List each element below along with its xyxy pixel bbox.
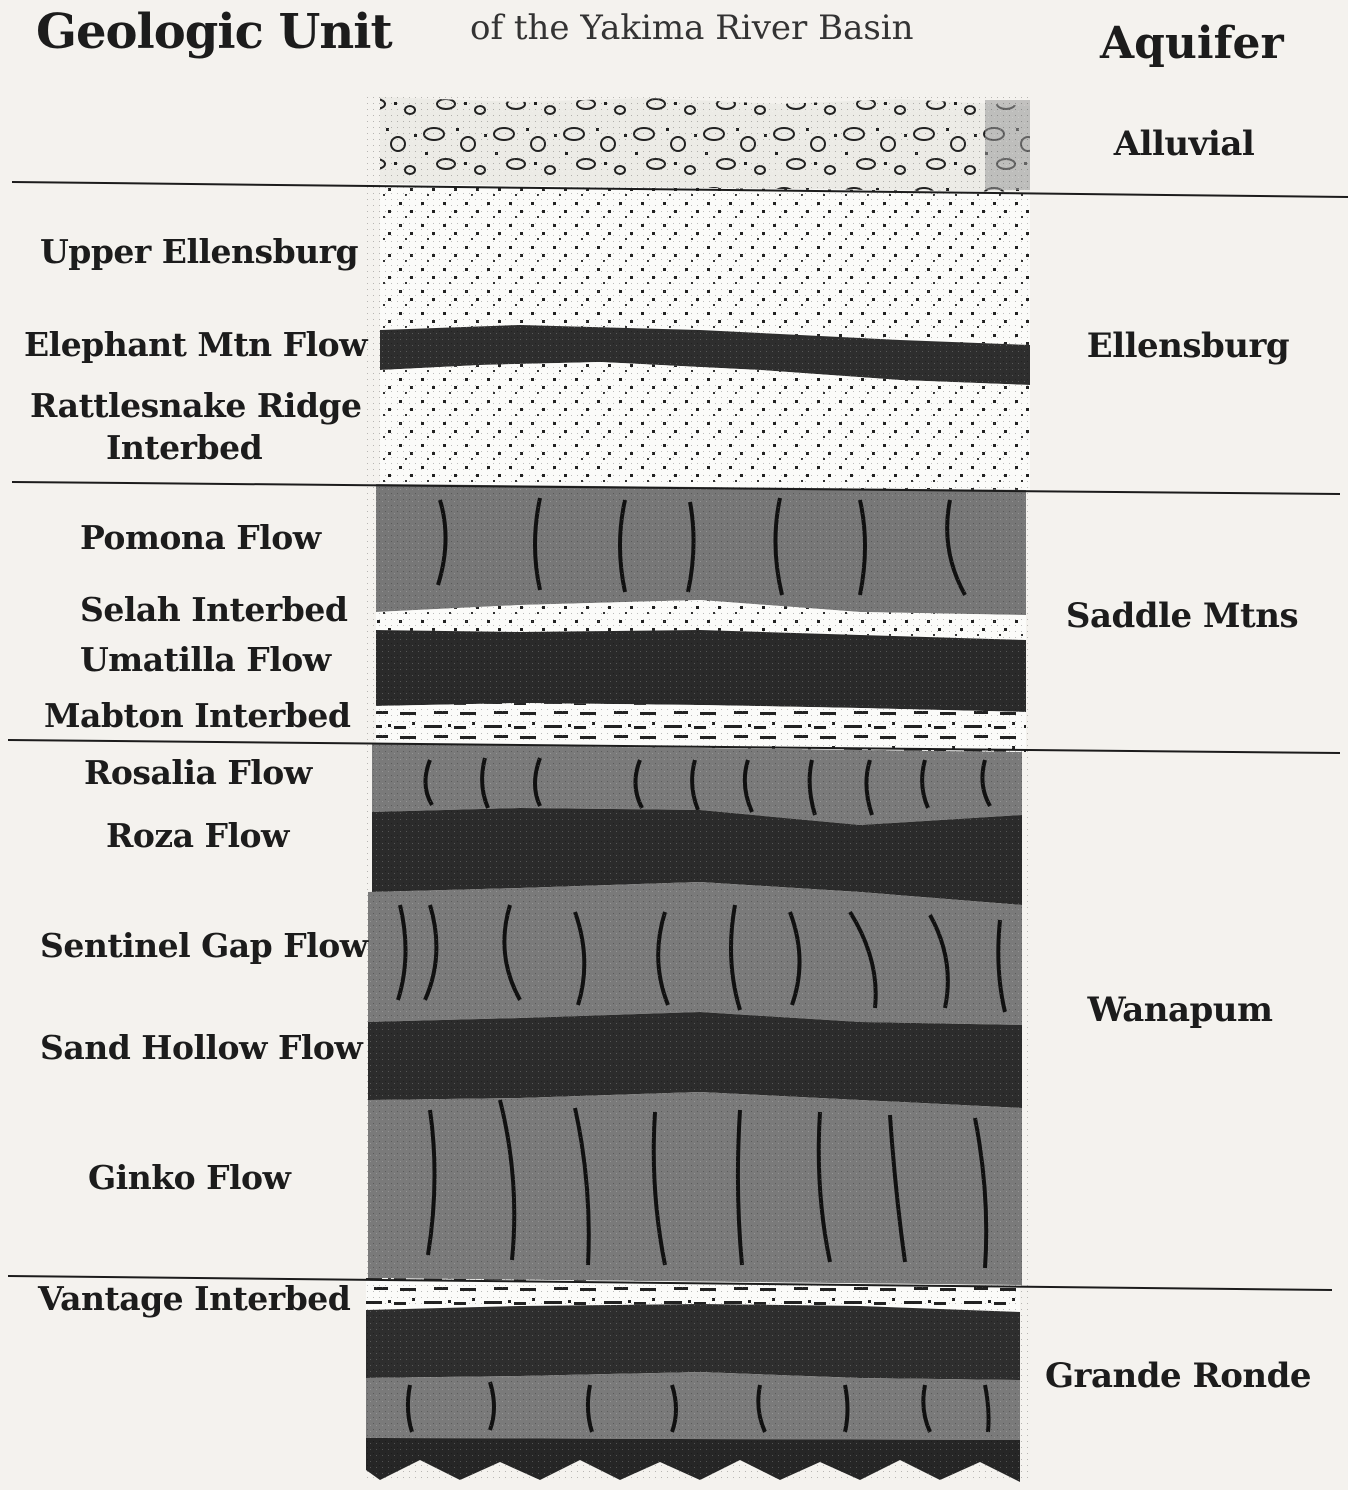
unit-label-upper-ellensburg: Upper Ellensburg	[40, 232, 358, 272]
unit-label-roza-flow: Roza Flow	[106, 816, 289, 856]
unit-label-vantage-interbed: Vantage Interbed	[38, 1279, 350, 1319]
unit-label-rosalia-flow: Rosalia Flow	[84, 753, 312, 793]
aquifer-label-ellensburg: Ellensburg	[1038, 326, 1338, 366]
unit-label-rattlesnake-interbed: Interbed	[106, 428, 262, 468]
aquifer-label-alluvial: Alluvial	[1034, 124, 1334, 164]
unit-label-selah-interbed: Selah Interbed	[80, 590, 347, 630]
unit-label-pomona-flow: Pomona Flow	[80, 518, 321, 558]
unit-label-mabton-interbed: Mabton Interbed	[44, 696, 350, 736]
aquifer-label-wanapum: Wanapum	[1030, 990, 1330, 1030]
unit-label-rattlesnake-ridge: Rattlesnake Ridge	[30, 386, 362, 426]
unit-label-sand-hollow-flow: Sand Hollow Flow	[40, 1028, 362, 1068]
column-grain-overlay	[366, 97, 1030, 1482]
aquifer-label-grande-ronde: Grande Ronde	[1028, 1356, 1328, 1396]
unit-label-elephant-mtn-flow: Elephant Mtn Flow	[24, 325, 367, 365]
unit-label-umatilla-flow: Umatilla Flow	[80, 640, 331, 680]
unit-label-ginko-flow: Ginko Flow	[88, 1158, 290, 1198]
unit-label-sentinel-gap-flow: Sentinel Gap Flow	[40, 926, 368, 966]
aquifer-label-saddle-mtns: Saddle Mtns	[1032, 596, 1332, 636]
